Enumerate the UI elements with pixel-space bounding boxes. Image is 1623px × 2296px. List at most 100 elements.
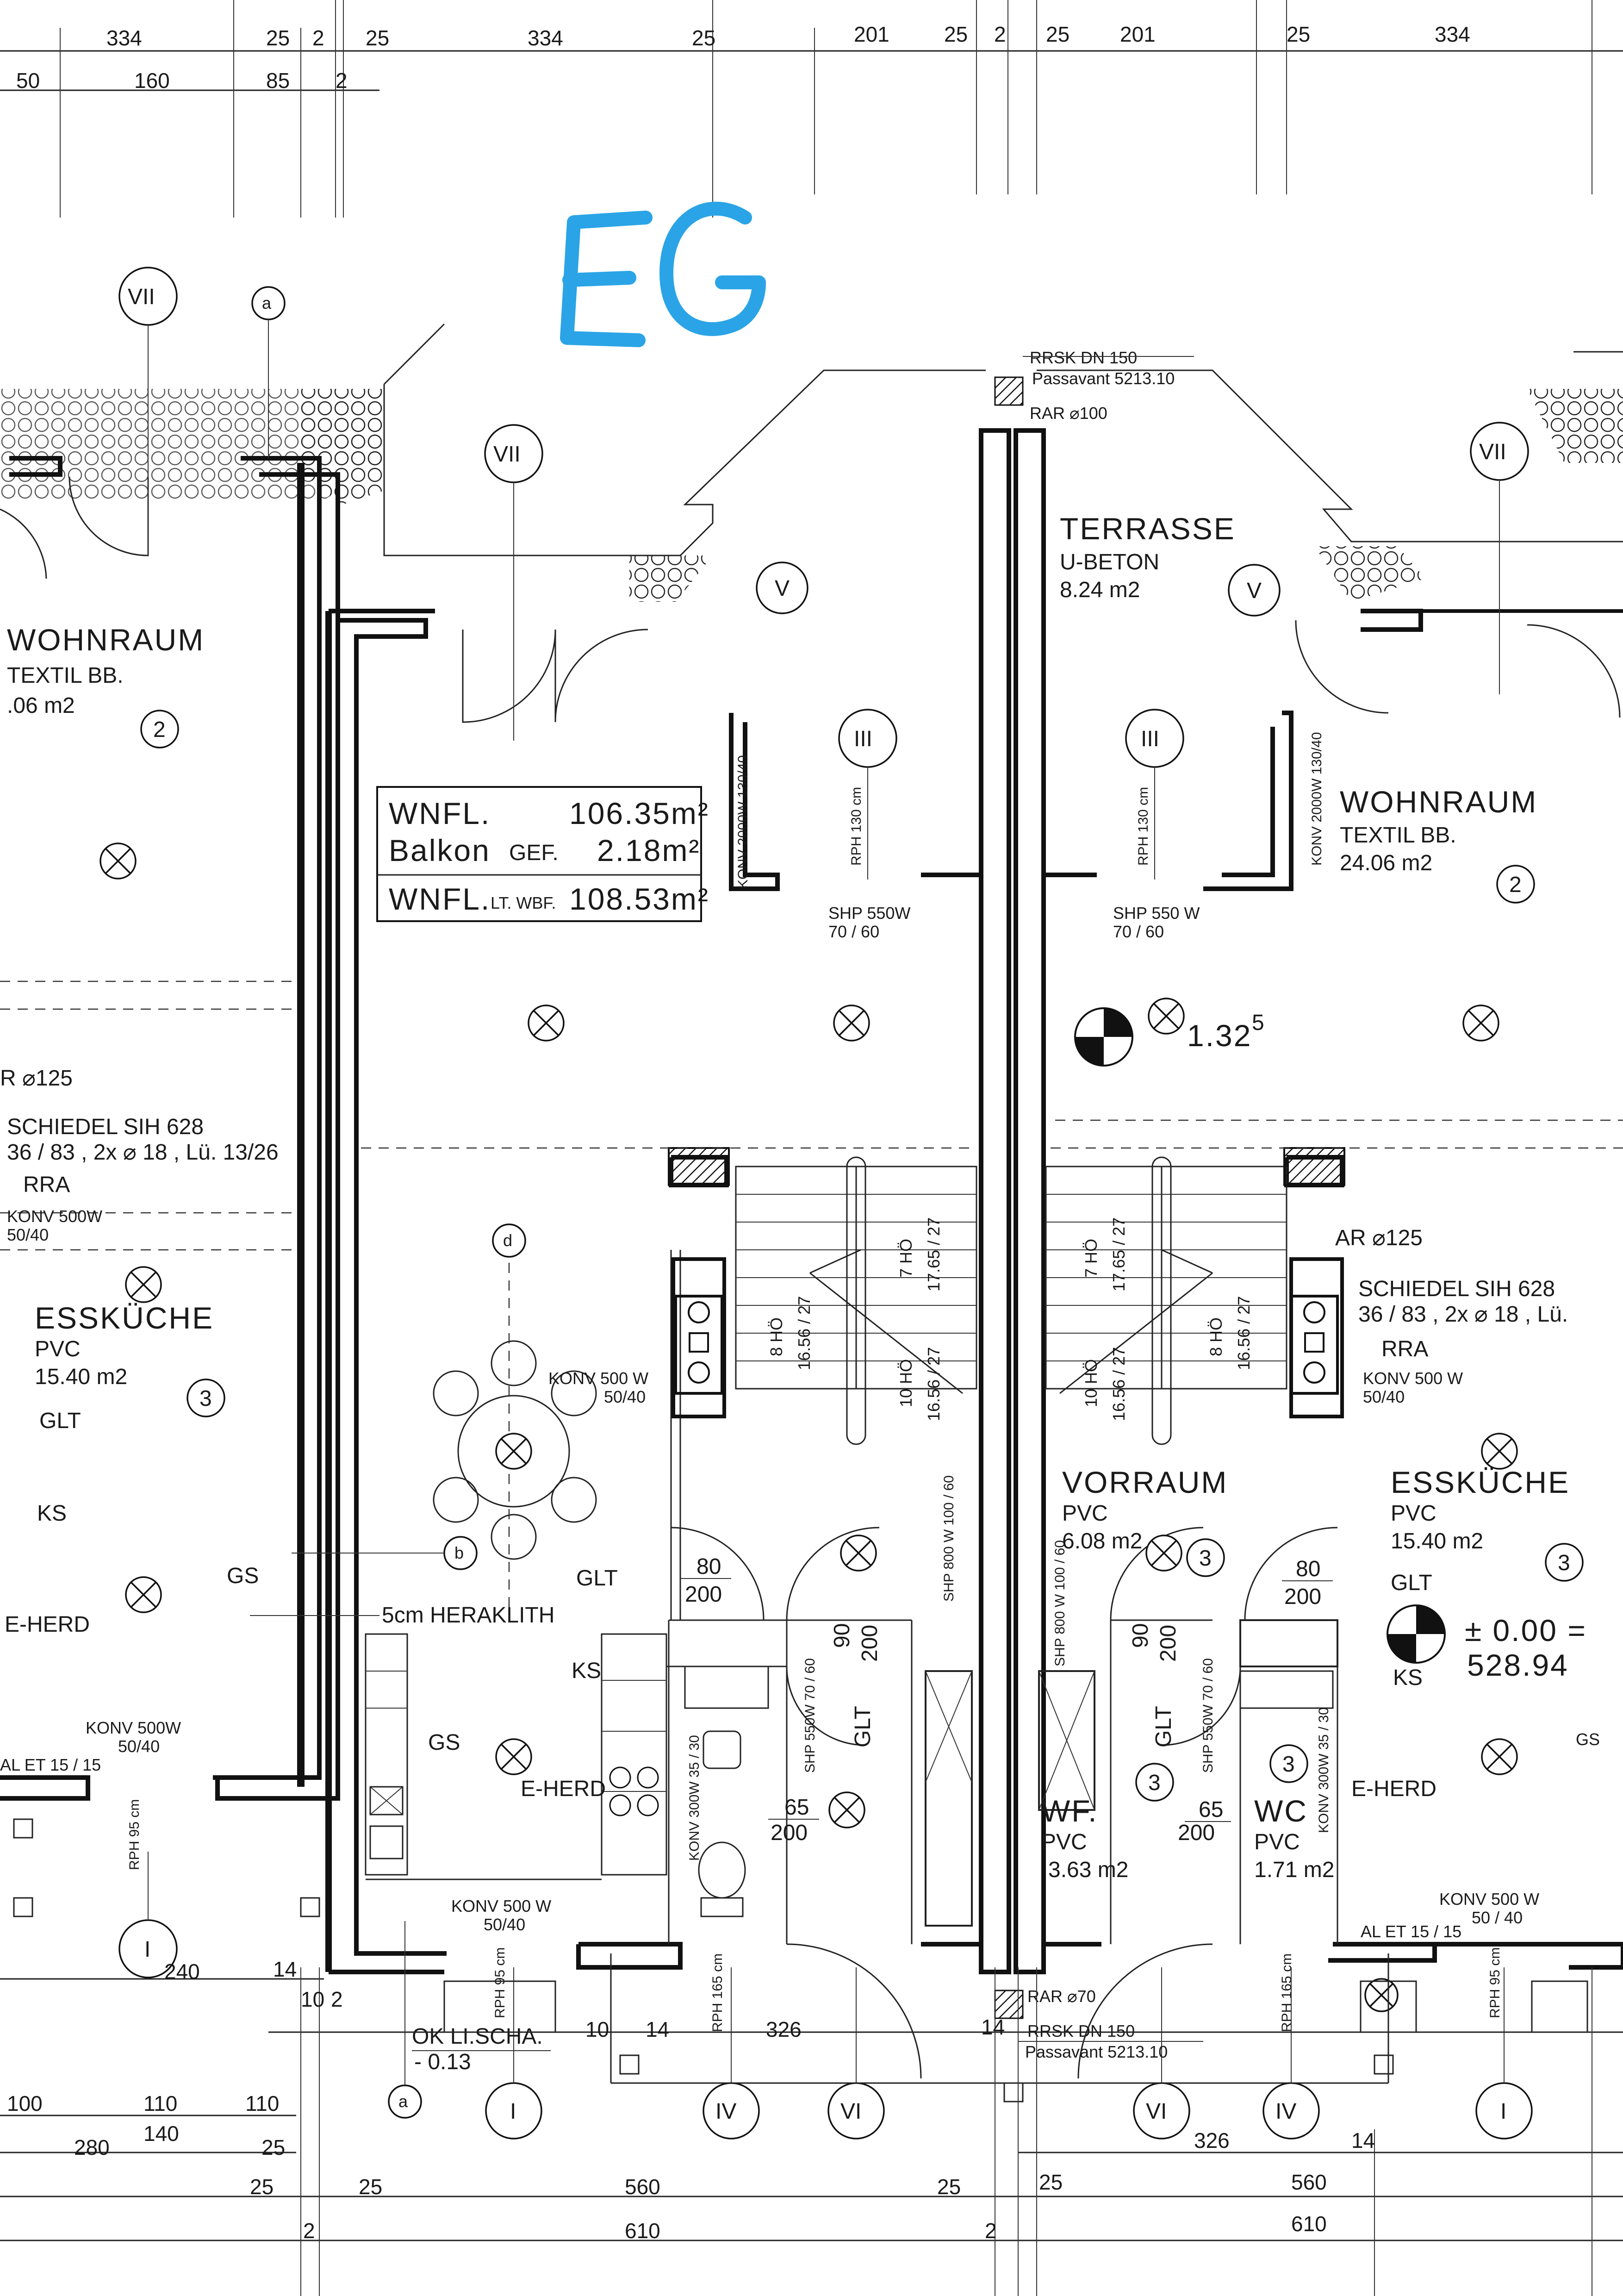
axis-v-left: V — [756, 562, 808, 614]
konv-500-bm: KONV 500 W — [451, 1897, 551, 1915]
wohnraum-left-area: .06 m2 — [7, 693, 75, 718]
svg-text:VII: VII — [493, 442, 521, 467]
esskueche-right-name: ESSKÜCHE — [1391, 1465, 1570, 1499]
rar-top-label: RAR ⌀100 — [1030, 404, 1107, 423]
dim-25: 25 — [266, 26, 290, 50]
dim-25: 25 — [359, 2175, 382, 2199]
room-num-wc: 3 — [1269, 1744, 1308, 1783]
wohnraum-left-finish: TEXTIL BB. — [7, 663, 124, 688]
axis-vii-mid: VII — [484, 424, 543, 741]
wohnraum-right-area: 24.06 m2 — [1340, 851, 1432, 875]
door-height: 200 — [685, 1582, 722, 1607]
dim-334: 334 — [106, 26, 142, 50]
wf-name: WF. — [1041, 1794, 1098, 1828]
top-dimension-lines — [0, 0, 1623, 218]
dim-25: 25 — [366, 26, 389, 50]
stair-label: 17.65 / 27 — [1109, 1217, 1128, 1292]
ks-label: KS — [1393, 1666, 1423, 1690]
top-dimension-text-row1: 334 25 2 25 334 25 201 25 2 25 201 25 33… — [106, 22, 1470, 50]
svg-text:3: 3 — [1558, 1551, 1570, 1575]
axis-vi-left: VI — [827, 1967, 885, 2140]
dim-2: 2 — [331, 1987, 343, 2011]
svg-text:I: I — [144, 1937, 150, 1962]
svg-text:a: a — [398, 2092, 408, 2111]
svg-text:I: I — [510, 2099, 516, 2124]
axis-iv-right: IV — [1262, 1967, 1320, 2140]
stairs-left — [735, 1156, 977, 1445]
dim-85: 85 — [266, 69, 290, 93]
dim-10: 10 — [585, 2017, 609, 2041]
heraklith-label: 5cm HERAKLITH — [382, 1603, 554, 1628]
ok-lischa-value: - 0.13 — [414, 2050, 471, 2074]
shp-800-right: SHP 800 W 100 / 60 — [1052, 1540, 1068, 1666]
svg-text:V: V — [775, 576, 790, 601]
chimney-right — [1283, 1147, 1345, 1395]
terrace-name: TERRASSE — [1060, 512, 1236, 546]
dim-280: 280 — [74, 2135, 110, 2159]
konv-2000-right: KONV 2000W 130/40 — [1309, 732, 1325, 866]
axis-a-top: a — [251, 286, 286, 458]
balkon-note: GEF. — [509, 841, 559, 865]
axis-vi-right: VI — [1133, 1967, 1190, 2140]
svg-text:VII: VII — [1479, 440, 1506, 464]
konv-500-right-dim: 50/40 — [1363, 1387, 1405, 1406]
gs-label: GS — [227, 1564, 259, 1588]
room-num-wohnraum-right: 2 — [1496, 865, 1535, 904]
gravel-strips — [0, 323, 1623, 602]
dim-25: 25 — [692, 26, 715, 50]
svg-text:a: a — [262, 293, 272, 312]
chimney-left — [668, 1147, 730, 1395]
konv-500-bm-dim: 50/40 — [484, 1915, 525, 1934]
rph-95-mid: RPH 95 cm — [492, 1947, 508, 2018]
total-note: LT. WBF. — [491, 893, 556, 912]
dim-2: 2 — [303, 2219, 315, 2243]
dim-14: 14 — [273, 1957, 297, 1981]
total-label: WNFL. — [389, 882, 491, 916]
kitchen-left — [365, 1633, 667, 1880]
dim-2: 2 — [312, 26, 324, 50]
lamp-icon — [125, 1576, 162, 1613]
konv-500-right: KONV 500 W — [1363, 1369, 1463, 1388]
esskueche-left-finish: PVC — [35, 1337, 81, 1361]
room-num-vorraum: 3 — [1186, 1538, 1225, 1577]
shp-550-left-dim: 70 / 60 — [828, 922, 879, 941]
rrsk-top-label: RRSK DN 150 — [1030, 348, 1137, 367]
konv-500-left: KONV 500W — [7, 1207, 102, 1226]
lamp-icon — [1462, 1004, 1499, 1042]
walls — [0, 428, 1623, 1974]
ks-label: KS — [37, 1501, 67, 1526]
dim-25: 25 — [937, 2175, 961, 2199]
lamp-icon — [840, 1535, 877, 1572]
bottom-dimension-lines — [0, 1967, 1623, 2296]
esskueche-right-finish: PVC — [1391, 1501, 1436, 1526]
room-num-wf: 3 — [1135, 1763, 1174, 1802]
glt-label: GLT — [576, 1566, 618, 1591]
konv-500-mid-dim: 50/40 — [604, 1387, 646, 1406]
svg-text:IV: IV — [715, 2099, 736, 2124]
lamp-icon — [1481, 1433, 1518, 1470]
konv-2000-left: KONV 2000W 130/40 — [735, 755, 751, 889]
konv-500-left-dim: 50/40 — [7, 1225, 49, 1244]
door-width: 80 — [696, 1554, 721, 1579]
shp-800-left: SHP 800 W 100 / 60 — [941, 1475, 957, 1602]
door-width: 65 — [784, 1795, 809, 1820]
rar-right: AR ⌀125 — [1335, 1226, 1423, 1250]
wc-finish: PVC — [1254, 1830, 1300, 1854]
partitions — [666, 1155, 1344, 1944]
lamp-icon — [833, 1004, 870, 1042]
balkon-label: Balkon — [389, 833, 491, 867]
door-height: 200 — [1178, 1821, 1215, 1845]
wohnraum-right-finish: TEXTIL BB. — [1340, 823, 1456, 848]
glt-label: GLT — [39, 1409, 81, 1433]
eg-stamp — [560, 201, 766, 347]
svg-text:d: d — [503, 1231, 512, 1250]
shp-550-left: SHP 550W — [828, 904, 910, 923]
door-height: 200 — [1284, 1585, 1321, 1609]
dim-201: 201 — [1120, 22, 1156, 46]
passavant-top-label: Passavant 5213.10 — [1032, 369, 1175, 388]
dim-201: 201 — [854, 22, 889, 46]
dim-25: 25 — [250, 2175, 274, 2199]
balkon-value: 2.18m² — [597, 833, 700, 867]
level-marker-upper: 1.32 5 — [1074, 1007, 1264, 1067]
axis-iv-left: IV — [703, 1967, 760, 2140]
